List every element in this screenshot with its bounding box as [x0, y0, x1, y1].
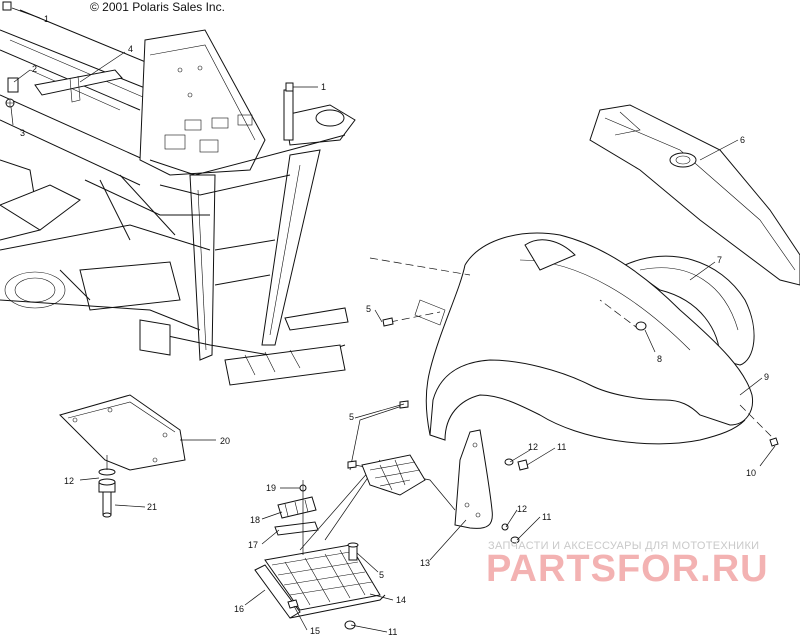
part-inner-fender	[623, 255, 755, 366]
callout-5-upper: 5	[366, 304, 371, 314]
callout-6: 6	[740, 135, 745, 145]
callout-8: 8	[657, 354, 662, 364]
callout-11-mid: 11	[542, 512, 551, 522]
part-fuel-tank-cover	[589, 104, 800, 286]
callout-5-mid: 5	[349, 412, 354, 422]
part-footrest	[254, 544, 386, 619]
hardware	[287, 317, 779, 630]
callout-16: 16	[234, 604, 244, 614]
part-footrest-bracket	[361, 454, 426, 496]
callout-21: 21	[147, 502, 157, 512]
callout-12-left: 12	[64, 476, 74, 486]
callout-12-right: 12	[528, 442, 538, 452]
callout-10: 10	[746, 468, 756, 478]
callout-18: 18	[250, 515, 260, 525]
callout-1-tower: 1	[321, 82, 326, 92]
part-front-fender	[414, 232, 754, 445]
callout-19: 19	[266, 483, 276, 493]
part-spacers	[274, 480, 319, 555]
callout-17: 17	[248, 540, 258, 550]
callout-15: 15	[310, 626, 320, 635]
callout-4: 4	[128, 44, 133, 54]
watermark-subtitle: ЗАПЧАСТИ И АКСЕССУАРЫ ДЛЯ МОТОТЕХНИКИ	[488, 540, 760, 552]
copyright-notice: © 2001 Polaris Sales Inc.	[90, 0, 225, 14]
callout-14: 14	[396, 595, 406, 605]
callout-13: 13	[420, 558, 430, 568]
callout-7: 7	[717, 255, 722, 265]
callout-5-lower: 5	[379, 570, 384, 580]
watermark-logo: PARTSFOR.RU	[486, 548, 769, 590]
callout-3: 3	[20, 128, 25, 138]
callout-20: 20	[220, 436, 230, 446]
callout-leaders	[10, 7, 776, 633]
callout-2: 2	[32, 64, 37, 74]
callout-12-mid: 12	[517, 504, 527, 514]
callout-9: 9	[764, 372, 769, 382]
part-mud-flap	[454, 429, 493, 529]
callout-11-bottom: 11	[388, 627, 397, 635]
callout-11-right: 11	[557, 442, 566, 452]
frame	[0, 1, 356, 386]
callout-1-top: 1	[44, 14, 49, 24]
callout-labels: 1 1 2 3 4 5 5 5 6 7 8 9 10 11 11 11 12 1…	[20, 14, 769, 635]
part-skid-bolt	[98, 455, 116, 518]
part-skid-plate	[59, 394, 186, 471]
